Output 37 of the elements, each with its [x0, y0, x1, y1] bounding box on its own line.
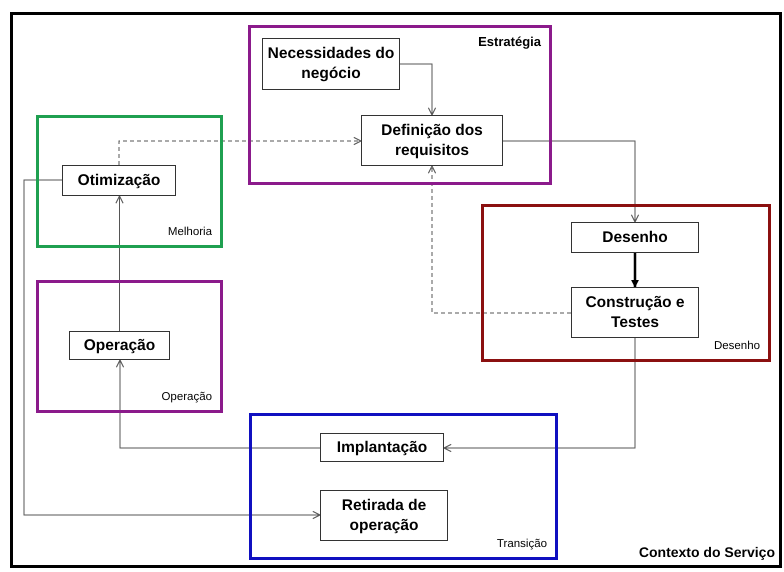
- arrow: [502, 140, 640, 223]
- process-box: [62, 165, 176, 196]
- process-box: [361, 115, 503, 166]
- process-box: [320, 490, 448, 541]
- process-box: [262, 38, 400, 90]
- context-frame: [10, 12, 782, 568]
- box-label: Construção e Testes: [584, 292, 686, 332]
- box-label: Definição dos requisitos: [380, 120, 484, 160]
- arrow: [631, 253, 639, 288]
- process-box: [69, 331, 170, 360]
- phase-group-box: [249, 413, 558, 560]
- process-box: [571, 287, 699, 338]
- phase-group-box: [481, 204, 771, 362]
- group-label: Desenho: [714, 338, 760, 354]
- box-label: Operação: [82, 336, 156, 356]
- arrow: [24, 180, 321, 520]
- phase-group-box: [36, 115, 223, 248]
- phase-group-box: [36, 280, 223, 413]
- arrow: [443, 338, 636, 452]
- group-label: Contexto do Serviço: [638, 543, 775, 562]
- dashed-arrow: [118, 136, 362, 166]
- group-label: Operação: [161, 390, 212, 405]
- group-label: Melhoria: [168, 224, 212, 240]
- arrow: [400, 64, 436, 116]
- group-label: Transição: [496, 536, 547, 552]
- box-label: Otimização: [76, 170, 162, 190]
- dashed-arrow: [428, 165, 572, 314]
- arrow: [115, 195, 124, 332]
- arrow: [116, 359, 320, 448]
- box-label: Implantação: [336, 438, 428, 458]
- group-label: Estratégia: [478, 33, 541, 51]
- box-label: Necessidades do negócio: [266, 44, 396, 84]
- process-box: [571, 222, 699, 253]
- box-label: Desenho: [601, 228, 669, 248]
- phase-group-box: [248, 25, 552, 185]
- process-box: [320, 433, 444, 462]
- box-label: Retirada de operação: [340, 496, 428, 536]
